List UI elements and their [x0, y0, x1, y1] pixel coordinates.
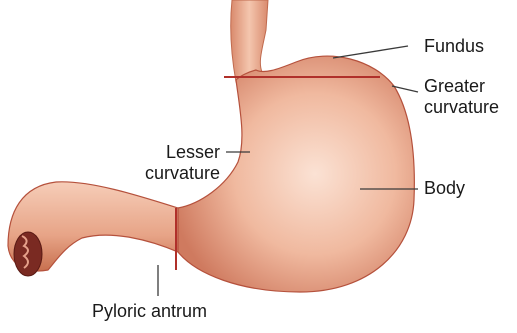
label-lesser-curvature-line2: curvature — [116, 163, 220, 184]
fundus-leader — [333, 46, 408, 58]
label-greater-curvature: Greater curvature — [424, 76, 499, 118]
label-pyloric-antrum-text: Pyloric antrum — [92, 301, 207, 322]
esophagus — [231, 0, 268, 82]
label-lesser-curvature-line1: Lesser — [116, 142, 220, 163]
label-body: Body — [424, 178, 465, 199]
label-lesser-curvature: Lesser curvature — [116, 142, 220, 184]
label-body-text: Body — [424, 178, 465, 199]
pyloric-opening — [14, 232, 42, 276]
label-fundus: Fundus — [424, 36, 484, 57]
label-fundus-text: Fundus — [424, 36, 484, 57]
label-greater-curvature-line2: curvature — [424, 97, 499, 118]
label-greater-curvature-line1: Greater — [424, 76, 499, 97]
label-pyloric-antrum: Pyloric antrum — [92, 301, 207, 322]
